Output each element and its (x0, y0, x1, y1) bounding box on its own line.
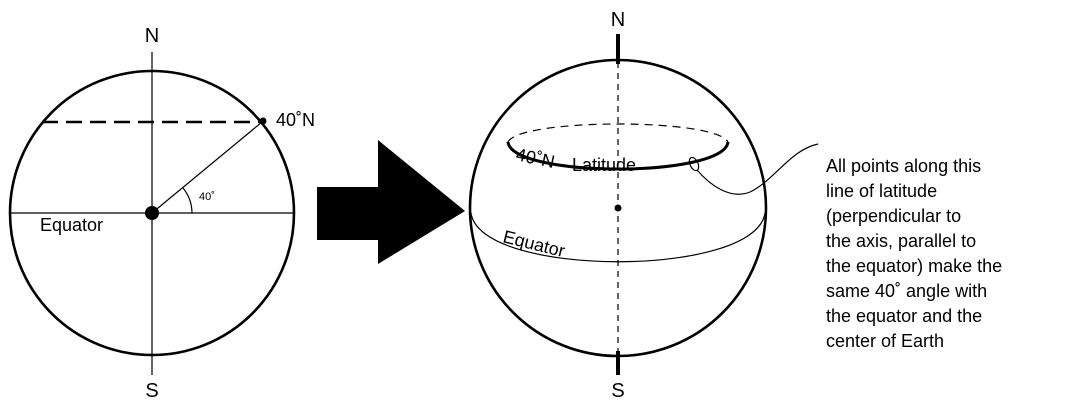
right-south-label: S (611, 380, 624, 401)
left-south-label: S (145, 380, 158, 401)
callout-line: (perpendicular to (826, 206, 961, 226)
callout-line: center of Earth (826, 331, 944, 351)
right-latitude-front (506, 141, 730, 171)
left-radius-line (151, 121, 263, 214)
right-latitude-label-word: Latitude (572, 155, 636, 175)
right-latitude-back-dashed (507, 123, 729, 143)
left-equator-label: Equator (40, 215, 103, 235)
right-equator-curve (470, 212, 766, 263)
left-cross-section: N S 40˚N 40˚ Equator (8, 25, 315, 401)
left-north-label: N (145, 25, 159, 47)
right-latitude-label-num: 40˚N (514, 144, 556, 172)
left-center-dot (145, 206, 159, 220)
right-sphere: N S 40˚N Latitude Equator (468, 9, 768, 401)
left-latitude-label: 40˚N (276, 110, 315, 130)
right-center-dot (614, 204, 622, 212)
callout-line: All points along this (826, 156, 981, 176)
right-north-label: N (611, 9, 625, 31)
callout-line: the equator) make the (826, 256, 1002, 276)
right-equator-label: Equator (501, 226, 567, 261)
callout-text: All points along this line of latitude (… (826, 156, 1007, 351)
callout: All points along this line of latitude (… (688, 143, 1007, 351)
callout-leader-line (696, 143, 819, 195)
callout-line: same 40˚ angle with (826, 281, 987, 301)
left-angle-arc (182, 187, 193, 214)
callout-line: the equator and the (826, 306, 982, 326)
transition-arrow (317, 140, 465, 264)
left-angle-label: 40˚ (199, 191, 215, 203)
callout-line: the axis, parallel to (826, 231, 976, 251)
left-latitude-point (259, 117, 267, 125)
callout-line: line of latitude (826, 181, 937, 201)
callout-marker-ellipse (688, 156, 700, 172)
